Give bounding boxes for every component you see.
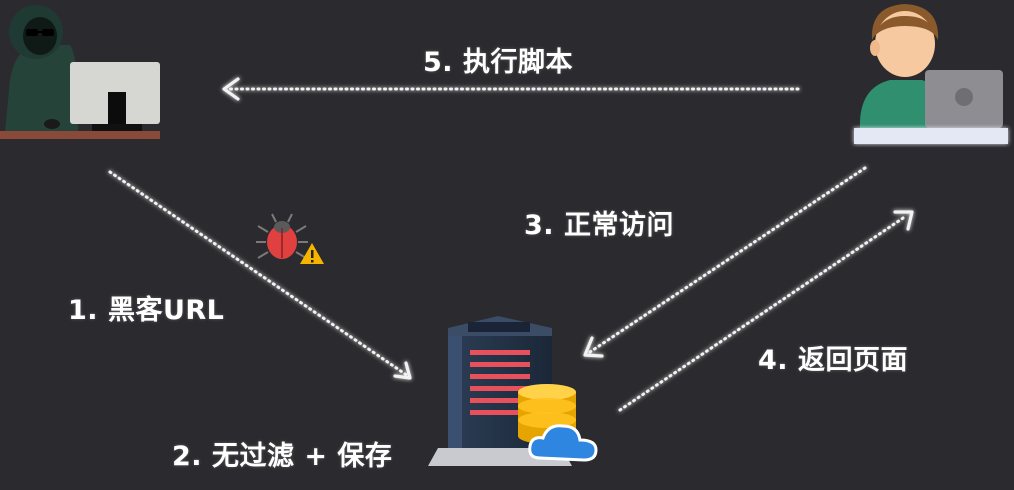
server-slots <box>470 350 530 415</box>
step-4-label: 4. 返回页面 <box>758 345 908 376</box>
step-1-label: 1. 黑客URL <box>68 295 225 326</box>
arrow-step-3 <box>588 166 867 354</box>
server-database-figure <box>428 316 598 466</box>
arrow-step-1 <box>108 170 410 378</box>
cloud-icon <box>528 424 598 462</box>
arrowhead-step-5 <box>222 77 240 101</box>
arrowhead-step-1 <box>393 361 412 380</box>
arrow-heads <box>222 77 914 380</box>
arrows <box>108 87 908 412</box>
arrowhead-step-3 <box>583 336 604 358</box>
step-5-label: 5. 执行脚本 <box>423 47 573 78</box>
arrowhead-step-4 <box>893 210 914 231</box>
arrow-step-4 <box>618 214 908 412</box>
bug-warning-icon <box>256 213 324 264</box>
user-figure <box>854 4 1008 144</box>
hacker-figure <box>0 5 160 139</box>
step-3-label: 3. 正常访问 <box>524 210 674 241</box>
step-2-label: 2. 无过滤 + 保存 <box>172 441 393 472</box>
